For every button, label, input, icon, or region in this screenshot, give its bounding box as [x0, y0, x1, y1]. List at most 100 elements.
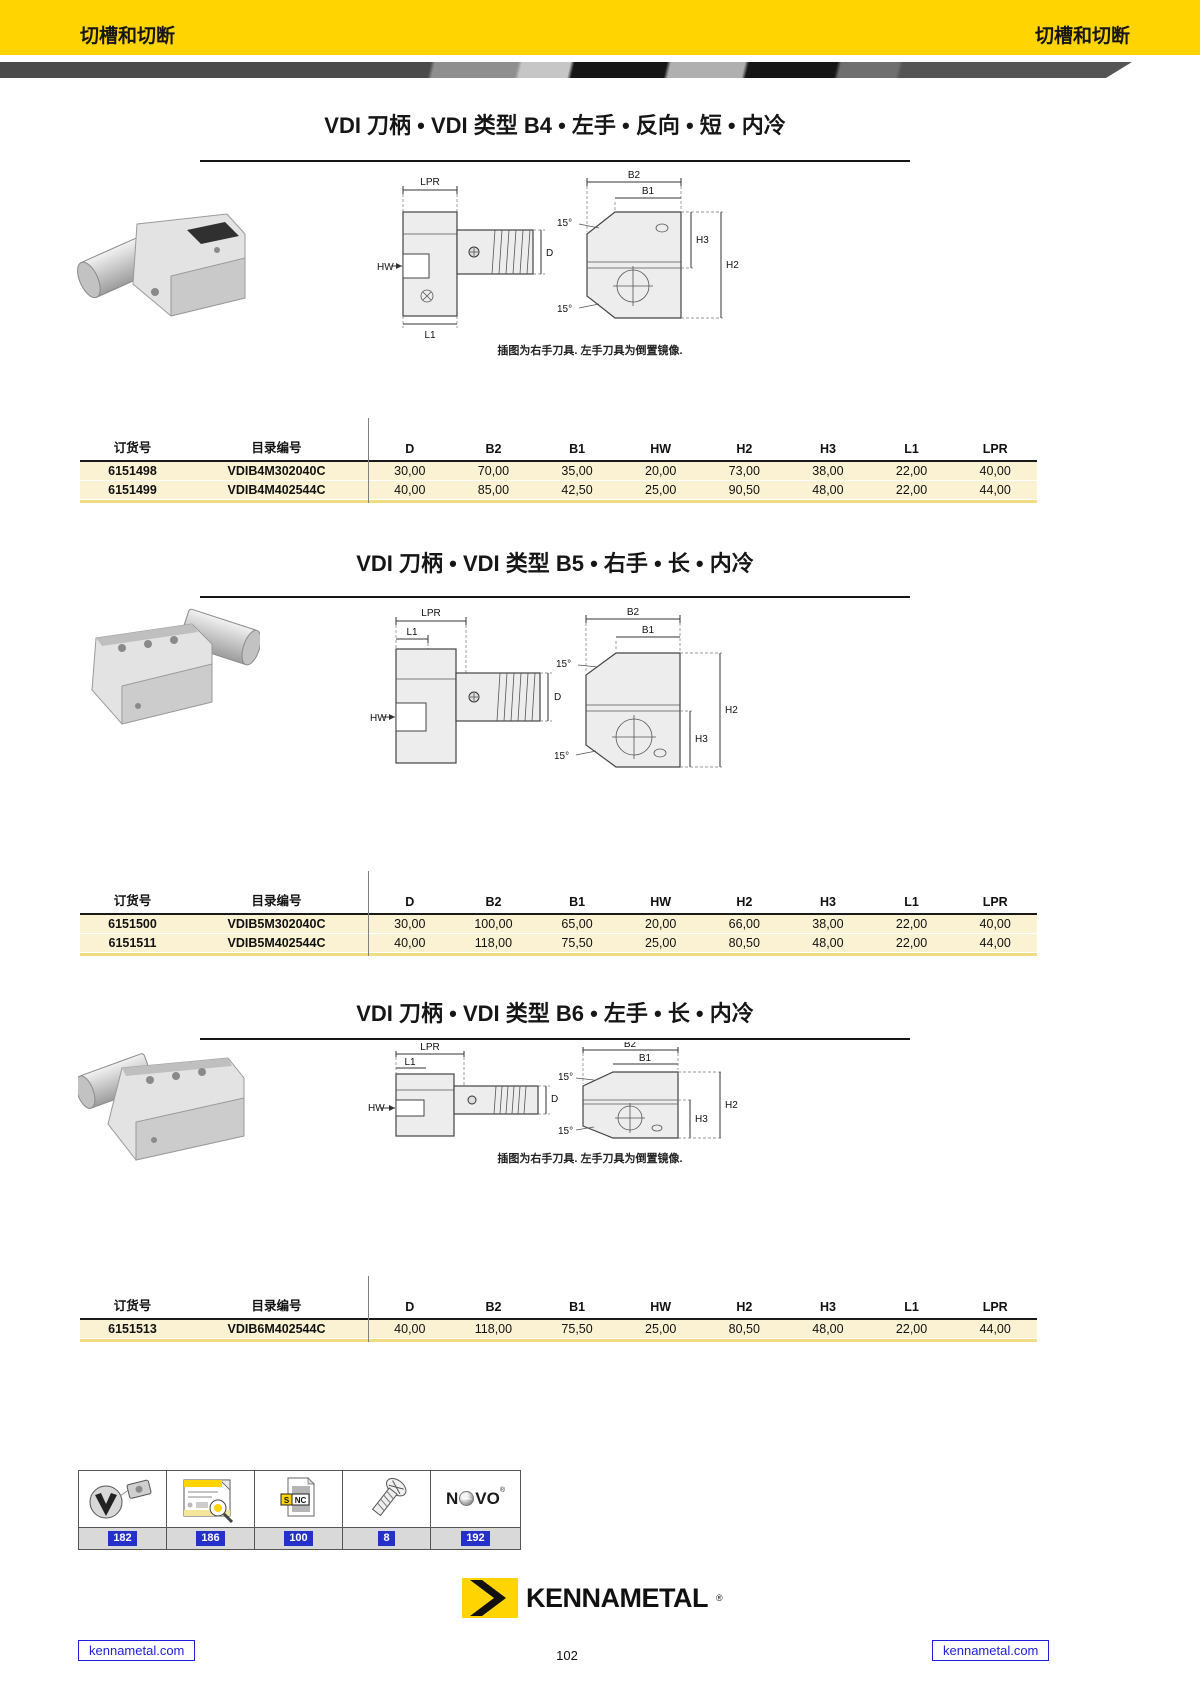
value-b1: 65,00 [561, 917, 593, 931]
value-b2: 85,00 [477, 483, 510, 497]
col-header-h2: H2 [736, 442, 753, 456]
value-hw: 20,00 [645, 464, 677, 478]
dim-label-hw: HW [370, 713, 387, 724]
catalog-number: VDIB4M402544C [227, 483, 326, 497]
catalog-page-icon [183, 1479, 233, 1524]
screw-icon [371, 1477, 406, 1517]
ref-page-row[interactable]: 186 [167, 1527, 254, 1549]
table-row: 6151513 VDIB6M402544C 40,00 118,00 75,50… [80, 1320, 1037, 1339]
col-header-catalog: 目录编号 [251, 441, 302, 455]
value-l1: 22,00 [895, 1322, 928, 1336]
col-header-lpr: LPR [982, 1300, 1008, 1314]
footer-link-right[interactable]: kennametal.com [932, 1640, 1050, 1661]
value-b1: 35,00 [561, 464, 593, 478]
dim-label-d: D [554, 692, 561, 703]
ref-page-number[interactable]: 186 [196, 1531, 225, 1546]
table-accent-line [80, 1339, 1037, 1342]
value-d: 40,00 [394, 1322, 426, 1336]
value-l1: 22,00 [895, 917, 928, 931]
col-header-hw: HW [650, 895, 672, 909]
snc-nc-label: NC [294, 1496, 306, 1505]
col-header-b2: B2 [485, 1300, 502, 1314]
dim-label-angle-bottom: 15° [557, 304, 572, 315]
col-header-h3: H3 [819, 895, 836, 909]
table-divider [368, 1276, 369, 1342]
table-row: 6151499 VDIB4M402544C 40,00 85,00 42,50 … [80, 481, 1037, 500]
product-photo-b4 [77, 213, 246, 317]
table-accent-line [80, 500, 1037, 503]
dim-label-h2: H2 [726, 260, 739, 271]
kennametal-wordmark: KENNAMETAL [526, 1582, 708, 1613]
ref-cell-screw[interactable]: 8 [343, 1470, 431, 1550]
insert-icon [89, 1479, 151, 1519]
dim-label-b1: B1 [639, 1053, 652, 1064]
header-bar: 切槽和切断 切槽和切断 [0, 0, 1200, 55]
value-b1: 75,50 [561, 1322, 593, 1336]
col-header-hw: HW [650, 442, 672, 456]
value-b2: 118,00 [474, 936, 513, 950]
col-header-b1: B1 [569, 1300, 586, 1314]
ref-page-number[interactable]: 100 [284, 1531, 313, 1546]
table-b5: 订货号 目录编号 D B2 B1 HW H2 H3 L1 LPR 6151500… [80, 871, 1037, 956]
value-h3: 48,00 [812, 1322, 844, 1336]
ref-page-number[interactable]: 182 [108, 1531, 137, 1546]
dim-label-l1: L1 [404, 1057, 416, 1068]
title-rule [200, 160, 910, 162]
value-lpr: 40,00 [979, 917, 1011, 931]
value-l1: 22,00 [895, 936, 928, 950]
value-h2: 80,50 [728, 936, 760, 950]
col-header-b2: B2 [485, 442, 502, 456]
dim-label-d: D [551, 1094, 558, 1105]
drawing-note-b6: 插图为右手刀具. 左手刀具为倒置镜像. [497, 1153, 683, 1165]
dim-label-lpr: LPR [420, 1042, 439, 1053]
ref-page-row[interactable]: 182 [79, 1527, 166, 1549]
value-h2: 66,00 [728, 917, 760, 931]
dim-label-lpr: LPR [421, 608, 440, 619]
col-header-hw: HW [650, 1300, 672, 1314]
col-header-l1: L1 [904, 442, 919, 456]
dimension-drawing-b6: LPR L1 HW D B2 B1 15° 15° H3 [368, 1042, 738, 1139]
ref-cell-snc[interactable]: S NC 100 [255, 1470, 343, 1550]
dim-label-angle-top: 15° [557, 218, 572, 229]
value-d: 40,00 [394, 936, 426, 950]
value-lpr: 44,00 [979, 1322, 1011, 1336]
ref-page-row[interactable]: 8 [343, 1527, 430, 1549]
value-d: 30,00 [394, 917, 426, 931]
col-header-order: 订货号 [113, 894, 152, 908]
decorative-stripe [0, 62, 1132, 78]
value-h3: 38,00 [812, 464, 844, 478]
ref-cell-catalog[interactable]: 186 [167, 1470, 255, 1550]
ref-page-number[interactable]: 192 [461, 1531, 490, 1546]
dim-label-h3: H3 [695, 734, 708, 745]
col-header-d: D [405, 1300, 415, 1314]
dim-label-b1: B1 [642, 186, 655, 197]
value-h2: 90,50 [728, 483, 760, 497]
catalog-number: VDIB4M302040C [227, 464, 326, 478]
col-header-l1: L1 [904, 1300, 919, 1314]
section-title-b5: VDI 刀柄 • VDI 类型 B5 • 右手 • 长 • 内冷 [356, 551, 754, 576]
col-header-h3: H3 [819, 1300, 836, 1314]
ref-page-row[interactable]: 100 [255, 1527, 342, 1549]
catalog-number: VDIB6M402544C [227, 1322, 326, 1336]
value-lpr: 44,00 [979, 483, 1011, 497]
col-header-h3: H3 [819, 442, 836, 456]
dim-label-l1: L1 [406, 627, 418, 638]
order-number: 6151513 [108, 1322, 157, 1336]
dim-label-h3: H3 [695, 1114, 708, 1125]
ref-page-number[interactable]: 8 [378, 1531, 395, 1546]
value-d: 30,00 [394, 464, 426, 478]
dim-label-b2: B2 [628, 170, 641, 181]
footer-link-left[interactable]: kennametal.com [78, 1640, 196, 1661]
value-hw: 25,00 [645, 483, 677, 497]
section-title-b4: VDI 刀柄 • VDI 类型 B4 • 左手 • 反向 • 短 • 内冷 [324, 113, 786, 138]
ref-cell-insert[interactable]: 182 [78, 1470, 167, 1550]
table-accent-line [80, 953, 1037, 956]
table-divider [368, 418, 369, 503]
col-header-lpr: LPR [982, 895, 1008, 909]
ref-page-row[interactable]: 192 [431, 1527, 520, 1549]
value-h3: 48,00 [812, 483, 844, 497]
novo-text-right: VO [475, 1489, 500, 1508]
value-b2: 118,00 [474, 1322, 513, 1336]
col-header-lpr: LPR [982, 442, 1008, 456]
